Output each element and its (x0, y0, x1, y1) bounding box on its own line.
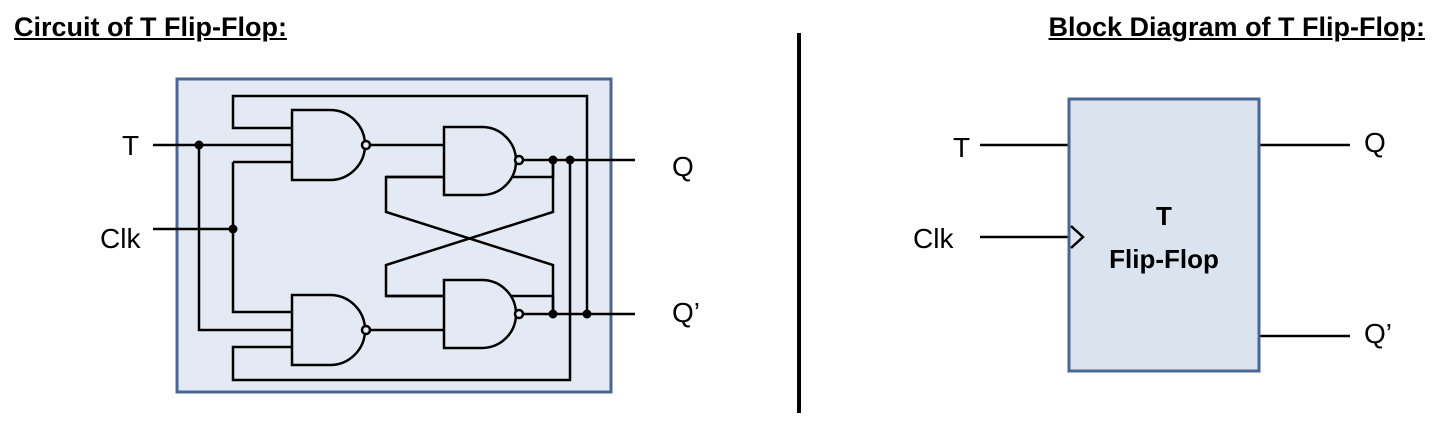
block-name-line1: T (1156, 201, 1172, 231)
circuit-label-qbar: Q’ (672, 297, 700, 328)
circuit-label-t: T (122, 130, 139, 161)
block-label-t: T (953, 132, 970, 163)
junction-dot (228, 224, 238, 234)
nand-gate-bottom-right (442, 278, 525, 350)
junction-dot (582, 309, 592, 319)
block-wires (980, 143, 1350, 338)
block-label-q: Q (1364, 127, 1386, 158)
nand-gate-top-left (290, 108, 372, 182)
circuit-label-q: Q (672, 151, 694, 182)
junction-dot (548, 155, 558, 165)
circuit-label-clk: Clk (100, 223, 141, 254)
junction-dots (194, 140, 592, 319)
block-name-line2: Flip-Flop (1109, 244, 1219, 274)
junction-dot (565, 155, 575, 165)
nand-gate-top-right (442, 125, 525, 197)
flip-flop-block (1067, 97, 1261, 373)
circuit-title: Circuit of T Flip-Flop: (14, 12, 287, 42)
block-label-clk: Clk (913, 223, 954, 254)
junction-dot (194, 140, 204, 150)
block-label-qbar: Q’ (1364, 318, 1392, 349)
nand-gate-bottom-left (290, 293, 372, 367)
junction-dot (548, 309, 558, 319)
circuit-panel (175, 77, 613, 394)
clock-triangle-icon (1070, 225, 1085, 249)
circuit-wires (153, 94, 635, 382)
block-diagram-title: Block Diagram of T Flip-Flop: (1048, 12, 1426, 42)
